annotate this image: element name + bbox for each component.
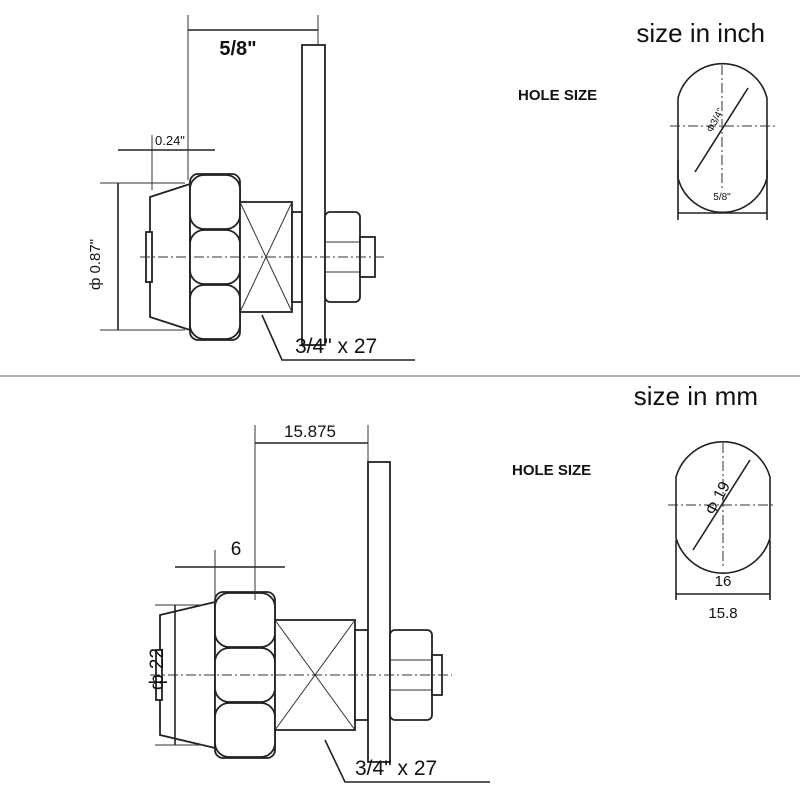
- hole-flat-label-2: 15.8: [708, 605, 737, 622]
- lock-drawing-inch: [140, 44, 385, 346]
- dimension-cap-inch: 0.24": [118, 133, 215, 190]
- dimension-diameter-mm: ф 22: [147, 604, 205, 746]
- dimension-plate-inch: 5/8": [187, 15, 319, 180]
- dimension-plate-mm: 15.875: [254, 422, 369, 600]
- hole-size-label-mm: HOLE SIZE: [512, 462, 591, 479]
- thread-leader-mm: 3/4" x 27: [324, 739, 490, 783]
- title-mm: size in mm: [634, 381, 758, 411]
- hole-diagram-inch: Φ3/4" 5/8": [670, 62, 775, 220]
- hole-diameter-label: Φ3/4": [705, 106, 727, 134]
- hex-nut-face: [214, 592, 276, 648]
- dim-diameter-label: ф 0.87": [87, 239, 104, 290]
- hole-flat-label: 16: [715, 573, 732, 590]
- lock-drawing-mm: [150, 461, 452, 763]
- dim-cap-label: 0.24": [155, 133, 185, 148]
- cam-plate: [367, 461, 391, 763]
- hole-diameter-label: Φ 19: [703, 479, 734, 518]
- title-inch: size in inch: [636, 18, 765, 48]
- cam-plate: [301, 44, 326, 346]
- dim-diameter-label: ф 22: [147, 648, 168, 690]
- dimension-cap-mm: 6: [175, 539, 285, 605]
- hole-diagram-mm: Φ 19 16 15.8: [668, 441, 775, 622]
- thread-leader-inch: 3/4" x 27: [261, 314, 415, 361]
- thread-label: 3/4" x 27: [355, 757, 437, 780]
- dimension-diameter-inch: ф 0.87": [87, 182, 185, 331]
- dim-cap-label: 6: [231, 539, 242, 560]
- thread-label: 3/4" x 27: [295, 335, 377, 358]
- hole-size-label-inch: HOLE SIZE: [518, 87, 597, 104]
- hole-flat-label: 5/8": [713, 192, 731, 203]
- dim-plate-label: 15.875: [284, 422, 336, 441]
- hex-nut-face: [189, 174, 241, 230]
- hex-nut-face: [189, 284, 241, 340]
- hex-nut-face: [214, 702, 276, 758]
- dim-plate-label: 5/8": [219, 38, 256, 60]
